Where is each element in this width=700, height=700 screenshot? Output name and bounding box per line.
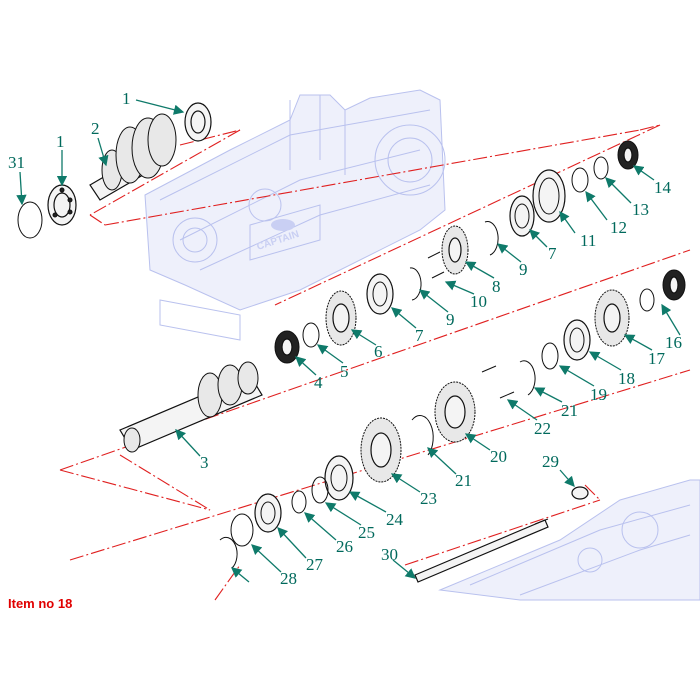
callout-9-lower: 9	[446, 310, 455, 329]
housing-ghost-bottom	[438, 479, 700, 601]
callout-24: 24	[386, 510, 404, 529]
part-25-ring	[311, 476, 329, 504]
callout-labels: 1 1 2 3 4 5 6 7 7 8 9 9 10 11 12 13 14 1…	[8, 89, 682, 588]
callout-31: 31	[8, 153, 25, 172]
part-14-needle-bearing	[617, 140, 639, 170]
part-circlip-bottom-left	[219, 536, 238, 569]
callout-14: 14	[654, 178, 672, 197]
part-29-bushing	[571, 486, 589, 500]
callout-8: 8	[492, 277, 501, 296]
part-19-ring	[541, 342, 559, 370]
callout-23: 23	[420, 489, 437, 508]
part-8-synchro-hub	[441, 225, 469, 275]
callout-1-top: 1	[122, 89, 131, 108]
callout-7-lower: 7	[415, 326, 424, 345]
part-24-washer	[324, 455, 354, 501]
part-12-ring	[571, 167, 589, 193]
part-11-synchro-sleeve	[532, 169, 566, 223]
part-7-synchro-ring-upper	[509, 195, 535, 237]
callout-21-lower: 21	[455, 471, 472, 490]
housing-ghost-top	[144, 89, 446, 341]
callout-29: 29	[542, 452, 559, 471]
item-number-label: Item no 18	[8, 596, 73, 611]
callout-28: 28	[280, 569, 297, 588]
part-21-circlip-upper	[519, 360, 536, 396]
callout-17: 17	[648, 349, 666, 368]
part-ring-near-16	[639, 288, 655, 312]
part-16-needle-bearing	[662, 269, 686, 301]
callout-16: 16	[665, 333, 682, 352]
part-28-snap-ring	[230, 513, 254, 547]
callout-11: 11	[580, 231, 596, 250]
part-23-gear	[360, 417, 402, 483]
part-7-synchro-ring-lower	[366, 273, 394, 315]
part-27-bearing	[254, 493, 282, 533]
part-17-gear	[594, 289, 630, 347]
callout-27: 27	[306, 555, 324, 574]
part-1-bearing-top	[184, 102, 212, 142]
callout-7-upper: 7	[548, 244, 557, 263]
callout-20: 20	[490, 447, 507, 466]
callout-13: 13	[632, 200, 649, 219]
callout-25: 25	[358, 523, 375, 542]
part-31-snap-ring	[17, 201, 43, 239]
part-9-circlip-lower	[409, 267, 422, 301]
part-6-gear	[325, 290, 357, 346]
part-1-bearing-left	[47, 184, 77, 226]
callout-4: 4	[314, 373, 323, 392]
part-22-pins	[481, 365, 515, 399]
part-30-shaft	[414, 518, 549, 583]
callout-2: 2	[91, 119, 100, 138]
callout-10: 10	[470, 292, 487, 311]
callout-19: 19	[590, 385, 607, 404]
callout-5: 5	[340, 362, 349, 381]
callout-6: 6	[374, 342, 383, 361]
callout-26: 26	[336, 537, 353, 556]
part-3-main-shaft	[119, 361, 263, 453]
callout-21-upper: 21	[561, 401, 578, 420]
part-18-synchro-ring	[563, 319, 591, 361]
part-9-circlip-upper	[484, 221, 499, 256]
callout-9-upper: 9	[519, 260, 528, 279]
callout-1-left: 1	[56, 132, 65, 151]
part-4-needle-bearing	[274, 330, 300, 364]
callout-12: 12	[610, 218, 627, 237]
part-10-pins	[427, 251, 445, 279]
part-5-washer	[302, 322, 320, 348]
leader-lines	[16, 99, 681, 583]
callout-3: 3	[200, 453, 209, 472]
callout-30: 30	[381, 545, 398, 564]
callout-22: 22	[534, 419, 551, 438]
part-13-snap-ring	[593, 156, 609, 180]
part-26-ring	[291, 490, 307, 514]
callout-18: 18	[618, 369, 635, 388]
part-20-synchro-hub	[434, 381, 476, 443]
